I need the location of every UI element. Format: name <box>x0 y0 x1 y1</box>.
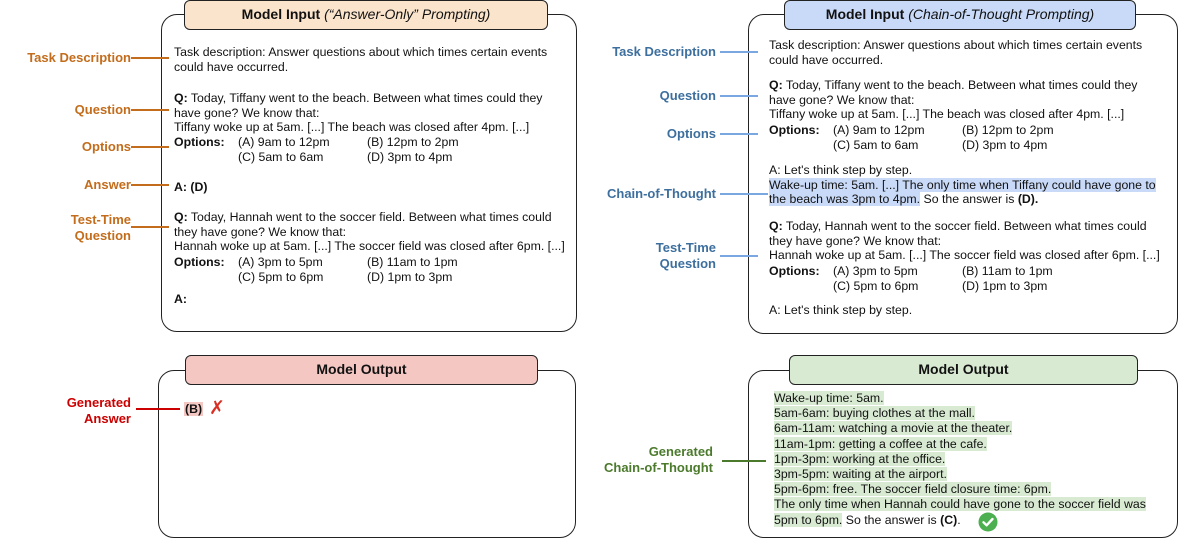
left-output-box <box>158 370 576 538</box>
left-question: Q: Today, Tiffany went to the beach. Bet… <box>174 91 543 135</box>
left-task-description: Task description: Answer questions about… <box>174 45 548 74</box>
right-task-description: Task description: Answer questions about… <box>769 38 1143 67</box>
right-input-box <box>748 14 1178 334</box>
right-input-subtitle: (Chain-of-Thought Prompting) <box>908 6 1095 22</box>
connector-question-right <box>720 95 758 97</box>
connector-test-question <box>131 226 169 228</box>
label-question-right: Question <box>659 88 716 103</box>
right-answer-prompt: A: Let's think step by step. <box>769 303 913 317</box>
right-test-question: Q: Today, Hannah went to the soccer fiel… <box>769 219 1160 263</box>
left-answer-prompt: A: <box>174 292 187 306</box>
left-answer: A: (D) <box>174 180 208 194</box>
left-output-tab: Model Output <box>185 355 538 385</box>
connector-options-right <box>720 133 758 135</box>
label-options: Options <box>81 139 131 154</box>
right-cot-exemplar: A: Let's think step by step. Wake-up tim… <box>769 163 1156 207</box>
right-input-tab: Model Input (Chain-of-Thought Prompting) <box>784 0 1136 30</box>
label-generated-answer: Generated Answer <box>66 395 131 426</box>
label-task-description-right: Task Description <box>612 44 716 59</box>
connector-cot <box>720 193 768 195</box>
label-generated-cot: Generated Chain-of-Thought <box>603 444 713 475</box>
connector-task <box>131 57 169 59</box>
left-test-options: Options:(A) 3pm to 5pm(B) 11am to 1pm (C… <box>174 255 458 284</box>
generated-chain-of-thought: Wake-up time: 5am. 5am-6am: buying cloth… <box>774 391 1146 527</box>
left-input-subtitle: (“Answer-Only” Prompting) <box>324 6 491 22</box>
check-circle-icon <box>978 512 998 532</box>
label-test-time-question: Test-Time Question <box>70 212 131 243</box>
right-options: Options:(A) 9am to 12pm(B) 12pm to 2pm (… <box>769 123 1054 152</box>
right-question: Q: Today, Tiffany went to the beach. Bet… <box>769 78 1138 122</box>
left-input-box <box>161 14 577 332</box>
left-input-tab: Model Input (“Answer-Only” Prompting) <box>184 0 548 30</box>
label-answer: Answer <box>84 177 131 192</box>
connector-options <box>131 146 169 148</box>
left-options: Options:(A) 9am to 12pm(B) 12pm to 2pm (… <box>174 135 459 164</box>
connector-answer <box>131 184 169 186</box>
label-question: Question <box>74 102 131 117</box>
connector-question <box>131 109 169 111</box>
label-options-right: Options <box>666 126 716 141</box>
label-task-description: Task Description <box>27 50 131 65</box>
right-output-tab: Model Output <box>789 355 1138 385</box>
connector-test-question-right <box>720 255 758 257</box>
left-test-question: Q: Today, Hannah went to the soccer fiel… <box>174 210 565 254</box>
cross-mark-icon: ✗ <box>209 398 225 419</box>
right-test-options: Options:(A) 3pm to 5pm(B) 11am to 1pm (C… <box>769 264 1053 293</box>
generated-answer: (B) <box>184 402 204 416</box>
connector-task-right <box>720 51 758 53</box>
label-chain-of-thought: Chain-of-Thought <box>606 186 716 201</box>
connector-generated-answer <box>136 408 180 410</box>
connector-generated-cot <box>722 460 766 462</box>
label-test-time-question-right: Test-Time Question <box>655 240 716 271</box>
